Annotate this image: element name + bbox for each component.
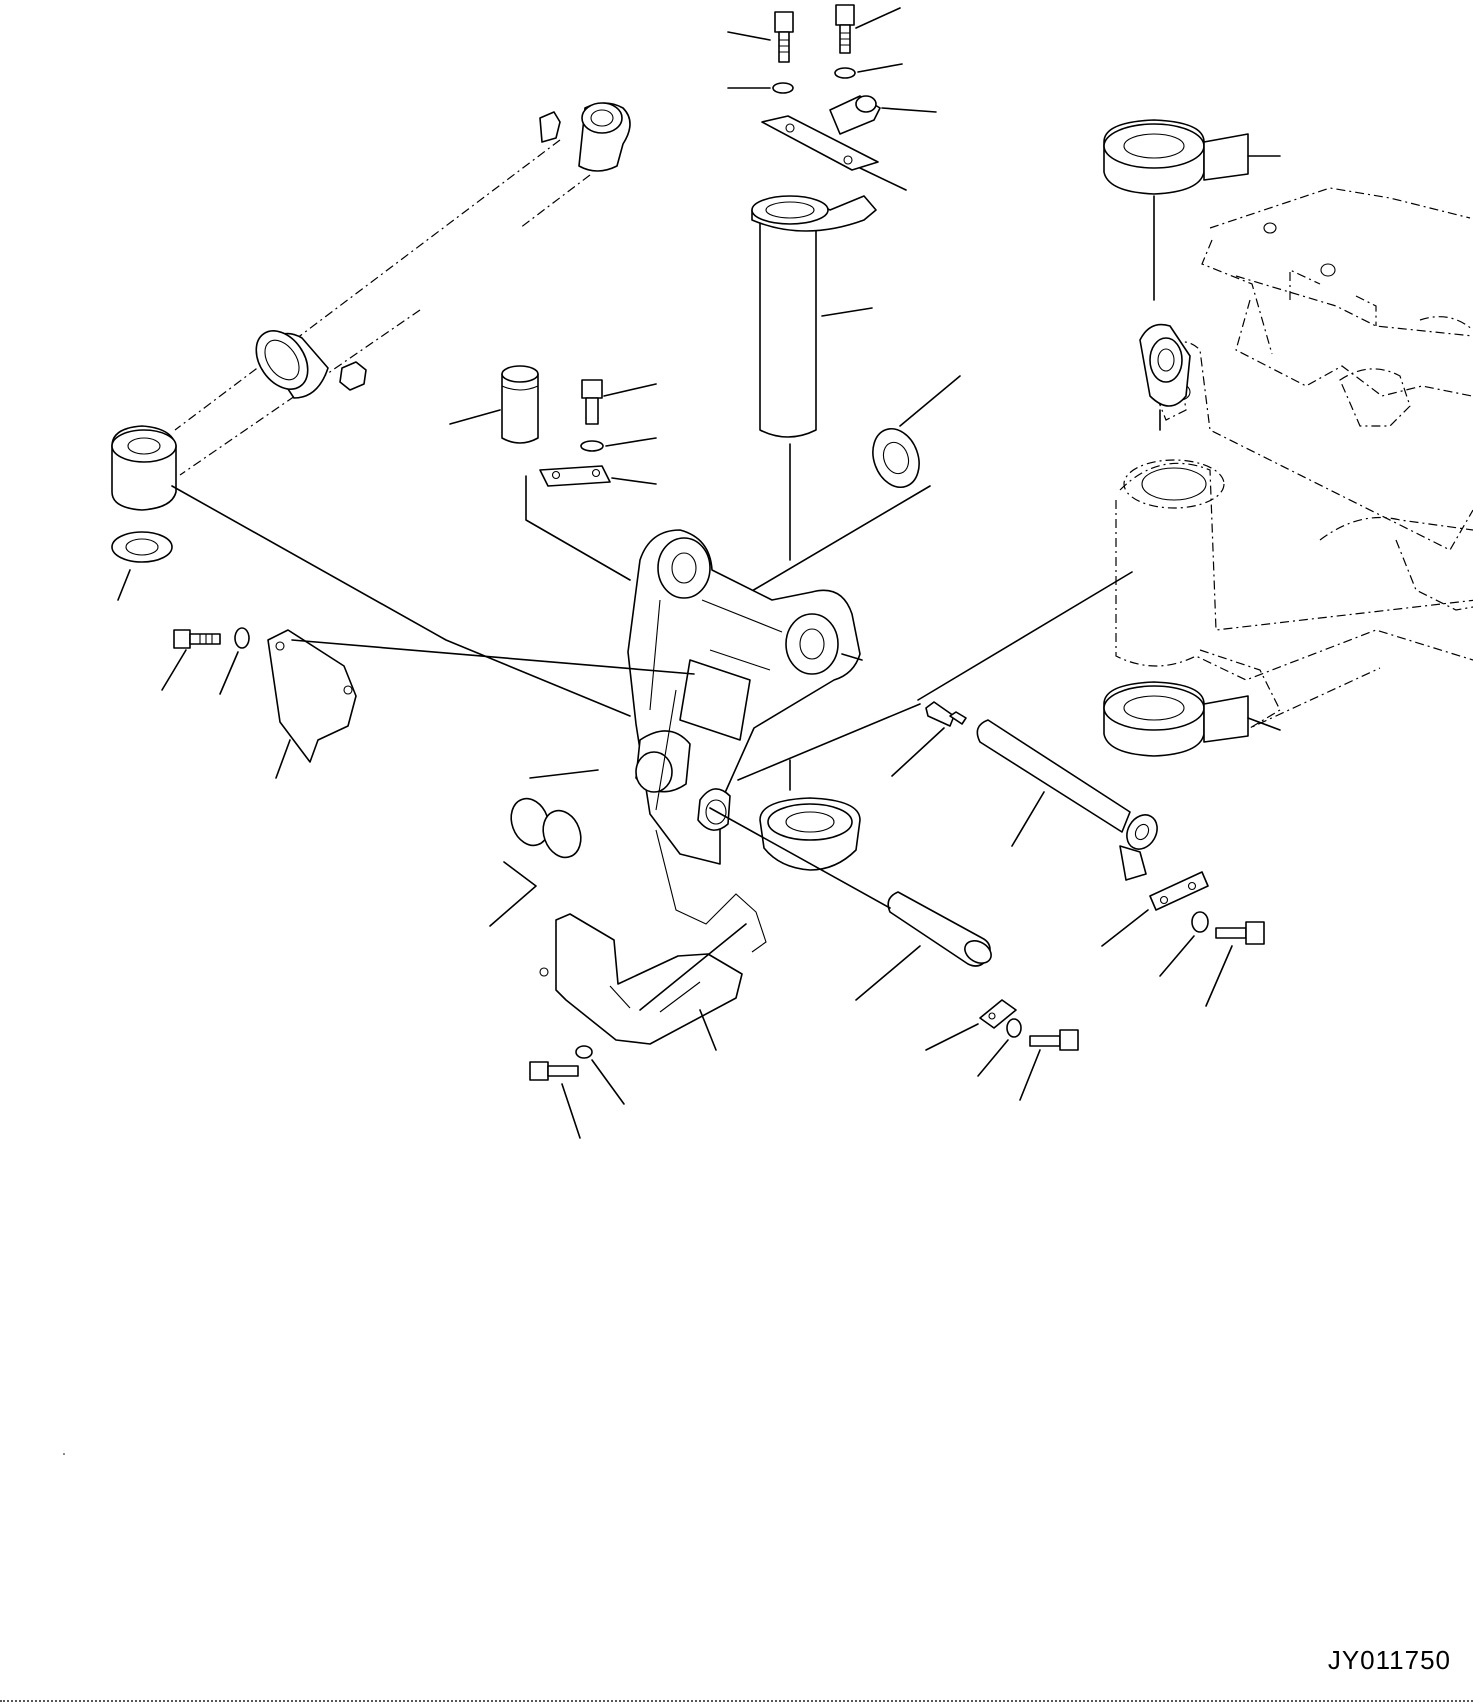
frame-pin [977, 720, 1163, 880]
lower-guard-plate [540, 914, 746, 1050]
leader-line-cylinder [172, 486, 630, 716]
lock-plate-lower [926, 1000, 1016, 1050]
lock-washer-lower [978, 1019, 1021, 1076]
top-bolt-left [728, 12, 793, 93]
lock-plate-middle [526, 466, 656, 580]
center-pin [710, 808, 995, 1000]
king-pin [752, 196, 876, 790]
thrust-washer-upper [740, 376, 960, 598]
thrust-washer-left [112, 532, 172, 600]
main-frame [1116, 188, 1473, 728]
hose-clamp [830, 96, 936, 134]
lock-plate-right [1102, 872, 1208, 946]
page-border [0, 1700, 1473, 1702]
frame-cylinder-boss [1140, 325, 1190, 430]
side-cover-plate [268, 630, 694, 778]
frame-bushing-lower [1104, 682, 1280, 756]
lock-bolt-lower [1020, 1030, 1078, 1100]
leader-line-bracket [530, 770, 598, 778]
stray-dot [63, 1453, 65, 1455]
swing-cylinder [112, 103, 630, 510]
shim-washers [490, 793, 587, 926]
cover-washer-left [220, 628, 249, 694]
drawing-number: JY011750 [1327, 1645, 1451, 1675]
frame-bushing-upper [1104, 120, 1280, 300]
swing-bracket [628, 530, 920, 952]
lock-washer-right [1160, 912, 1208, 976]
lock-pin [450, 366, 538, 443]
lock-bolt-middle [581, 380, 656, 451]
guard-washer-left [576, 1046, 624, 1104]
guard-bolt-left [530, 1062, 580, 1138]
lock-plate-top [762, 116, 906, 190]
cover-bolt-left [162, 630, 220, 690]
lock-bolt-right [1206, 922, 1264, 1006]
grease-fitting [892, 702, 966, 776]
leader-line-frame [918, 572, 1132, 700]
top-bolt-right [835, 5, 902, 78]
